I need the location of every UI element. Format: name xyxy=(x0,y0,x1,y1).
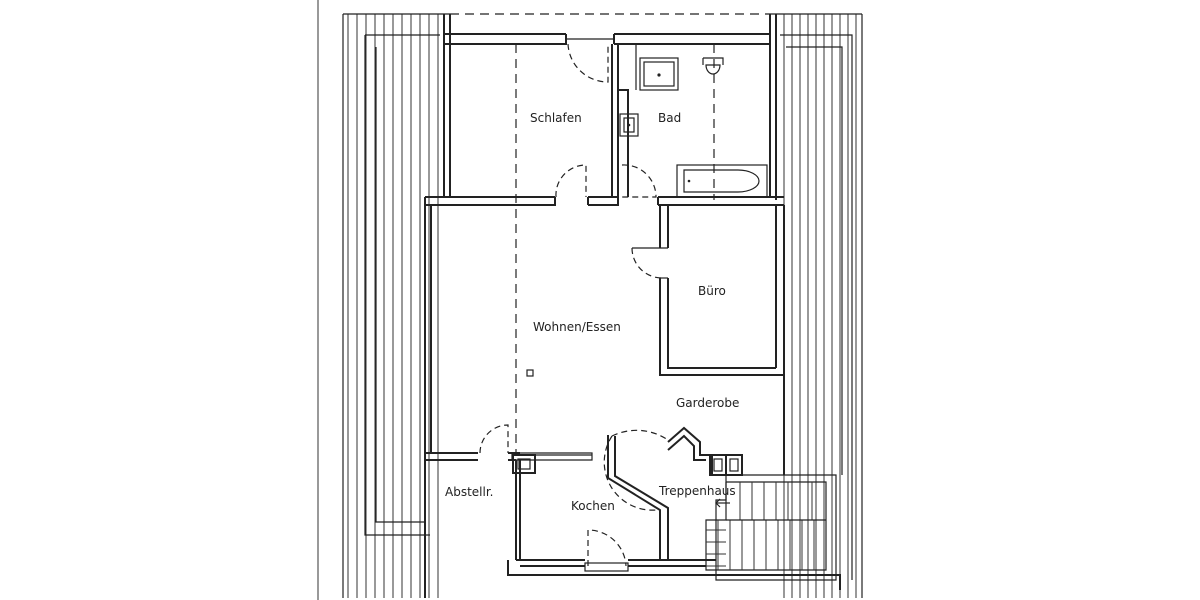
shower-tray xyxy=(639,57,679,91)
roof-hatch-left xyxy=(347,14,439,598)
washbasin-inner xyxy=(623,117,635,133)
door-schlafen xyxy=(555,164,587,198)
room-label-schlafen: Schlafen xyxy=(530,111,582,125)
main-left-wall xyxy=(424,197,432,598)
top-wall xyxy=(444,33,770,45)
buero-walls xyxy=(659,205,785,376)
garderobe-niche xyxy=(667,426,713,475)
door-buero xyxy=(631,247,663,279)
abstell-walls xyxy=(425,452,521,560)
bathtub-drain xyxy=(687,179,691,183)
room-label-bad: Bad xyxy=(658,111,681,125)
stair-column-a-inner xyxy=(713,458,723,472)
stair-column-b xyxy=(725,454,743,476)
bottom-wall xyxy=(507,559,841,590)
kitchen-column-inner xyxy=(517,458,531,470)
knee-wall-right xyxy=(780,34,853,580)
stair-treads xyxy=(706,482,815,570)
stair-column-b-inner xyxy=(729,458,739,472)
room-label-buero: Büro xyxy=(698,284,726,298)
door-schlafen-window xyxy=(567,43,609,83)
room-label-treppenhaus: Treppenhaus xyxy=(658,484,736,498)
door-kochen xyxy=(587,529,627,567)
room-label-garderobe: Garderobe xyxy=(676,396,739,410)
washbasin-drain xyxy=(627,123,631,127)
column-marker xyxy=(526,369,534,377)
bottom-window xyxy=(584,562,629,572)
room-label-wohnen: Wohnen/Essen xyxy=(533,320,621,334)
shower-tray-inner xyxy=(643,61,675,87)
upper-wing-walls xyxy=(443,14,777,200)
bad-partition xyxy=(611,44,629,197)
door-treppenhaus-b xyxy=(603,435,657,511)
door-abstell xyxy=(479,424,509,454)
shower-drain xyxy=(657,73,661,77)
toilet xyxy=(702,57,724,75)
knee-wall-left xyxy=(364,34,440,536)
bathtub xyxy=(676,164,768,198)
kitchen-column xyxy=(512,454,536,474)
treppenhaus-partition xyxy=(607,435,669,560)
room-label-kochen: Kochen xyxy=(571,499,615,513)
door-treppenhaus xyxy=(611,429,669,441)
stair-arrow-head xyxy=(715,498,721,508)
roof-hatch-right xyxy=(783,14,857,598)
washbasin xyxy=(619,113,639,137)
bathtub-inner xyxy=(683,169,760,193)
middle-wall xyxy=(425,196,784,206)
room-label-abstell: Abstellr. xyxy=(445,485,493,499)
